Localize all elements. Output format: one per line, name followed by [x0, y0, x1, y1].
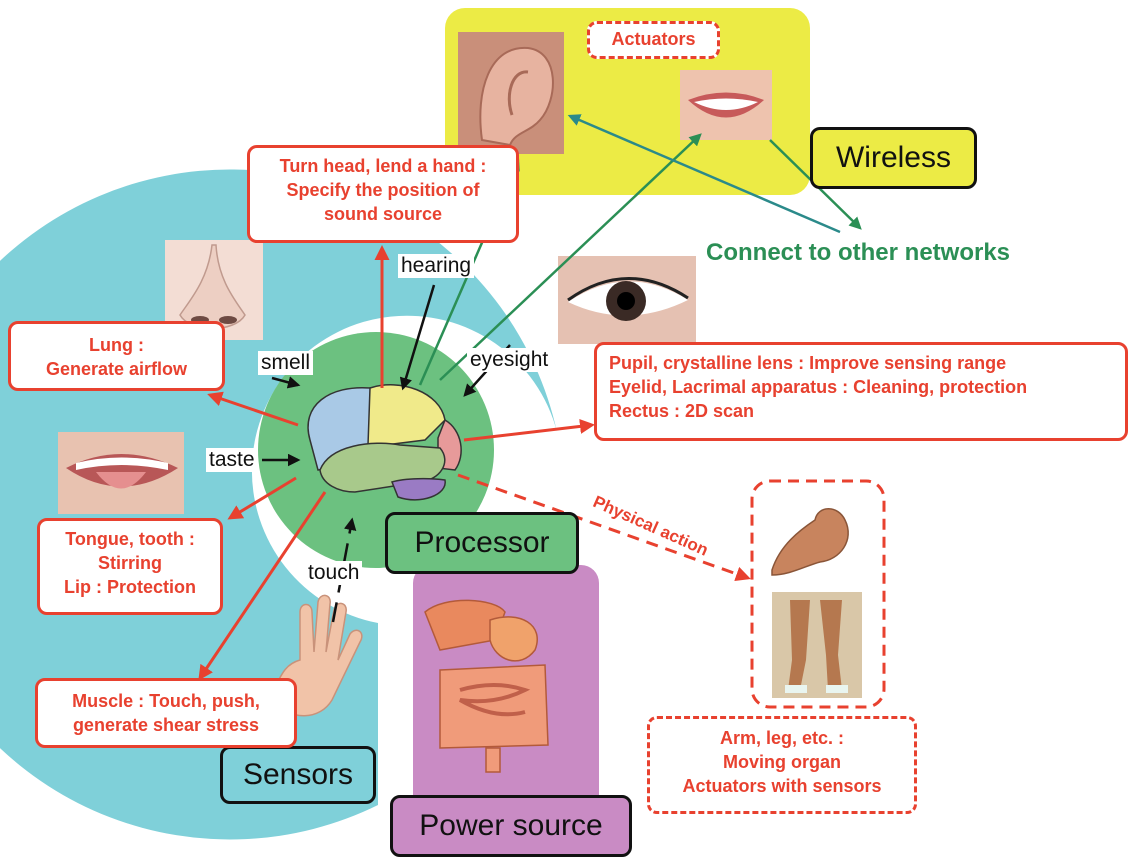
power-source-tag-text: Power source — [419, 809, 602, 843]
ear-action-box: Turn head, lend a hand : Specify the pos… — [247, 145, 519, 243]
eye-image — [558, 256, 696, 344]
actuators-label-text: Actuators — [590, 24, 717, 54]
ear-image — [458, 32, 564, 154]
lung-line-2: Generate airflow — [11, 357, 222, 381]
processor-tag: Processor — [385, 512, 579, 574]
power-source-tag: Power source — [390, 795, 632, 857]
lung-box: Lung : Generate airflow — [8, 321, 225, 391]
tongue-image — [58, 432, 184, 514]
limbs-line-2: Moving organ — [650, 750, 914, 774]
taste-label: taste — [206, 448, 258, 472]
tongue-line-1: Tongue, tooth : — [40, 527, 220, 551]
eye-action-box: Pupil, crystalline lens : Improve sensin… — [594, 342, 1128, 441]
touch-label: touch — [305, 561, 362, 585]
limbs-line-1: Arm, leg, etc. : — [650, 726, 914, 750]
tongue-line-2: Stirring — [40, 551, 220, 575]
actuators-label: Actuators — [587, 21, 720, 59]
wireless-tag-text: Wireless — [836, 141, 951, 175]
mouth-image — [680, 70, 772, 140]
sensors-tag: Sensors — [220, 746, 376, 804]
ear-action-line-3: sound source — [250, 202, 516, 226]
limbs-box: Arm, leg, etc. : Moving organ Actuators … — [647, 716, 917, 814]
eyesight-label: eyesight — [467, 348, 551, 372]
processor-tag-text: Processor — [414, 526, 549, 560]
digestive-organs-icon — [425, 600, 548, 772]
hearing-label: hearing — [398, 254, 474, 278]
wireless-tag: Wireless — [810, 127, 977, 189]
limbs-line-3: Actuators with sensors — [650, 774, 914, 798]
eye-action-line-2: Eyelid, Lacrimal apparatus : Cleaning, p… — [609, 375, 1125, 399]
muscle-line-1: Muscle : Touch, push, — [38, 689, 294, 713]
sensors-tag-text: Sensors — [243, 758, 353, 792]
eye-action-line-1: Pupil, crystalline lens : Improve sensin… — [609, 351, 1125, 375]
smell-label: smell — [258, 351, 313, 375]
ear-action-line-2: Specify the position of — [250, 178, 516, 202]
connect-networks-label: Connect to other networks — [706, 239, 1010, 267]
ear-action-line-1: Turn head, lend a hand : — [250, 154, 516, 178]
tongue-box: Tongue, tooth : Stirring Lip : Protectio… — [37, 518, 223, 615]
lung-line-1: Lung : — [11, 333, 222, 357]
leg-image — [772, 592, 862, 698]
muscle-line-2: generate shear stress — [38, 713, 294, 737]
eye-action-line-3: Rectus : 2D scan — [609, 399, 1125, 423]
muscle-box: Muscle : Touch, push, generate shear str… — [35, 678, 297, 748]
tongue-line-3: Lip : Protection — [40, 575, 220, 599]
